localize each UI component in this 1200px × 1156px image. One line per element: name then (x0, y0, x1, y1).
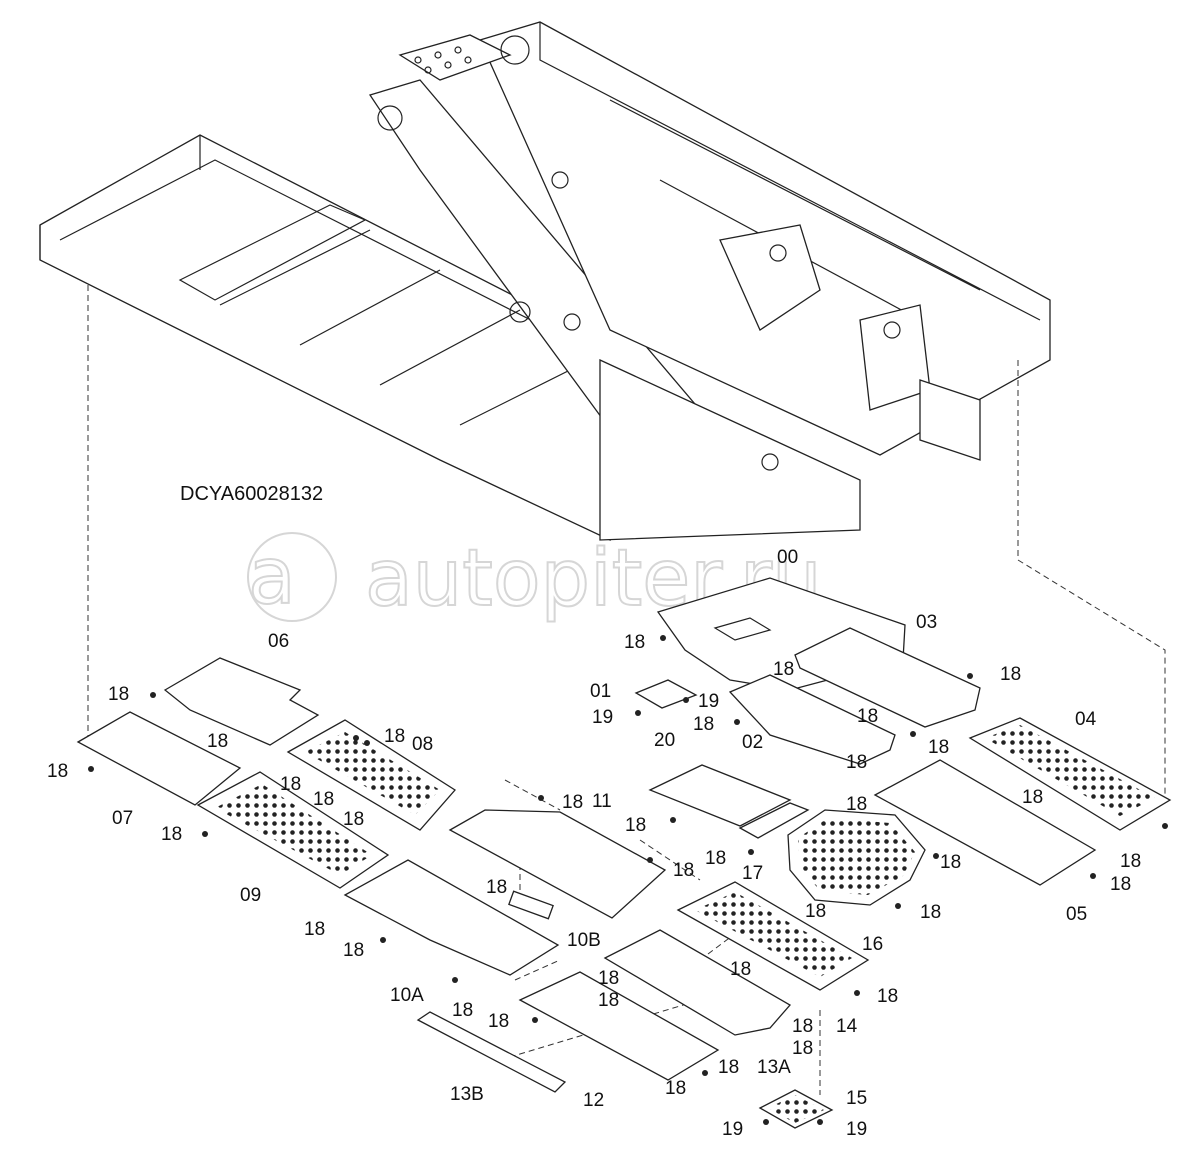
label-18: 18 (857, 706, 878, 727)
label-10b: 10B (567, 930, 601, 951)
label-16: 16 (862, 934, 883, 955)
label-18: 18 (846, 752, 867, 773)
cover-03 (794, 627, 981, 728)
label-20: 20 (654, 730, 675, 751)
label-18: 18 (693, 714, 714, 735)
label-18: 18 (343, 809, 364, 830)
part-labels: 00 01 02 03 04 05 06 07 08 09 10A 10B 11… (47, 547, 1141, 1140)
label-18: 18 (486, 877, 507, 898)
watermark-glyph: a (248, 532, 296, 622)
label-18: 18 (792, 1038, 813, 1059)
label-18: 18 (1022, 787, 1043, 808)
label-10a: 10A (390, 985, 424, 1006)
label-18: 18 (452, 1000, 473, 1021)
upper-frame (39, 21, 1051, 542)
label-05: 05 (1066, 904, 1087, 925)
label-18: 18 (624, 632, 645, 653)
label-11: 11 (592, 791, 612, 812)
label-00: 00 (777, 547, 798, 568)
label-18: 18 (1110, 874, 1131, 895)
label-18: 18 (625, 815, 646, 836)
label-18: 18 (343, 940, 364, 961)
cover-plates (76, 577, 1172, 1129)
cover-12 (518, 971, 720, 1081)
label-06: 06 (268, 631, 289, 652)
drawing-code: DCYA60028132 (180, 483, 323, 505)
label-18: 18 (773, 659, 794, 680)
label-18: 18 (665, 1078, 686, 1099)
label-18: 18 (1000, 664, 1021, 685)
label-04: 04 (1075, 709, 1097, 730)
label-18: 18 (928, 737, 949, 758)
label-18: 18 (792, 1016, 813, 1037)
label-18: 18 (207, 731, 228, 752)
label-19: 19 (592, 707, 613, 728)
cover-13a (603, 929, 792, 1036)
label-19: 19 (722, 1119, 743, 1140)
label-08: 08 (412, 734, 433, 755)
label-18: 18 (161, 824, 182, 845)
label-15: 15 (846, 1088, 867, 1109)
label-18: 18 (384, 726, 405, 747)
cover-05 (873, 759, 1097, 886)
cover-10a (343, 859, 560, 976)
cover-17 (738, 802, 810, 839)
label-18: 18 (673, 860, 694, 881)
label-13a: 13A (757, 1057, 791, 1078)
label-18: 18 (940, 852, 961, 873)
label-01: 01 (590, 681, 611, 702)
label-09: 09 (240, 885, 261, 906)
cover-01 (634, 679, 698, 709)
label-03: 03 (916, 612, 937, 633)
label-19: 19 (698, 691, 719, 712)
label-18: 18 (846, 794, 867, 815)
label-18: 18 (47, 761, 68, 782)
cover-07 (76, 711, 242, 806)
label-12: 12 (583, 1090, 604, 1111)
label-18: 18 (108, 684, 129, 705)
label-07: 07 (112, 808, 133, 829)
label-18: 18 (598, 968, 619, 989)
label-18: 18 (304, 919, 325, 940)
label-18: 18 (280, 774, 301, 795)
label-18: 18 (313, 789, 334, 810)
cover-02 (728, 674, 896, 765)
label-13b: 13B (450, 1084, 484, 1105)
cover-06 (163, 657, 320, 746)
cover-13b (416, 1011, 567, 1093)
bolt-markers (88, 635, 1168, 1125)
label-19: 19 (846, 1119, 867, 1140)
label-18: 18 (805, 901, 826, 922)
label-18: 18 (920, 902, 941, 923)
label-17: 17 (742, 863, 763, 884)
label-18: 18 (488, 1011, 509, 1032)
cover-20 (648, 764, 792, 827)
label-14: 14 (836, 1016, 858, 1037)
label-18: 18 (705, 848, 726, 869)
label-02: 02 (742, 732, 763, 753)
label-18: 18 (598, 990, 619, 1011)
label-18: 18 (562, 792, 583, 813)
label-18: 18 (718, 1057, 739, 1078)
label-18: 18 (730, 959, 751, 980)
cover-11 (448, 809, 667, 919)
label-18: 18 (877, 986, 898, 1007)
label-18: 18 (1120, 851, 1141, 872)
cover-10b (508, 890, 554, 920)
